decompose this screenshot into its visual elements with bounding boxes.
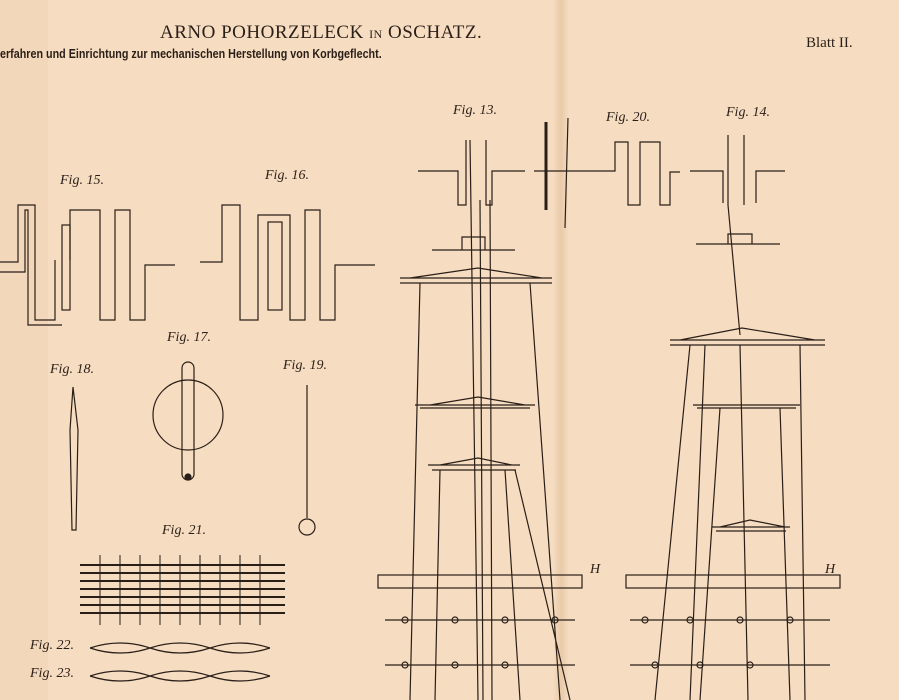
fig-18-needle	[69, 386, 79, 531]
fig-14-machine	[625, 135, 841, 700]
fig-17-disc	[152, 361, 224, 481]
label-h-fig14: H	[825, 562, 836, 577]
page-fold-center	[553, 0, 569, 700]
fig-23-weave	[89, 670, 271, 682]
fig-16-crank	[200, 204, 375, 321]
fig-20-crank	[534, 117, 680, 229]
fig-16-label: Fig. 16.	[265, 168, 309, 183]
fig-13-label: Fig. 13.	[453, 103, 497, 118]
patent-title: ARNO POHORZELECK IN OSCHATZ.	[160, 22, 483, 43]
fig-15-crank	[0, 204, 175, 326]
fig-15-label: Fig. 15.	[60, 173, 104, 188]
fig-20-label: Fig. 20.	[606, 110, 650, 125]
page-fold-left	[0, 0, 48, 700]
fig-17-label: Fig. 17.	[167, 330, 211, 345]
fig-13-machine	[377, 139, 583, 700]
fig-22-label: Fig. 22.	[30, 638, 74, 653]
fig-19-label: Fig. 19.	[283, 358, 327, 373]
fig-19-needle	[298, 385, 316, 536]
patent-subtitle: erfahren und Einrichtung zur mechanische…	[0, 47, 382, 61]
fig-22-weave	[89, 642, 271, 654]
label-h-fig13: H	[590, 562, 601, 577]
fig-18-label: Fig. 18.	[50, 362, 94, 377]
fig-21-label: Fig. 21.	[162, 523, 206, 538]
sheet-number: Blatt II.	[806, 35, 853, 51]
fig-23-label: Fig. 23.	[30, 666, 74, 681]
fig-14-label: Fig. 14.	[726, 105, 770, 120]
fig-21-weave	[80, 555, 285, 625]
